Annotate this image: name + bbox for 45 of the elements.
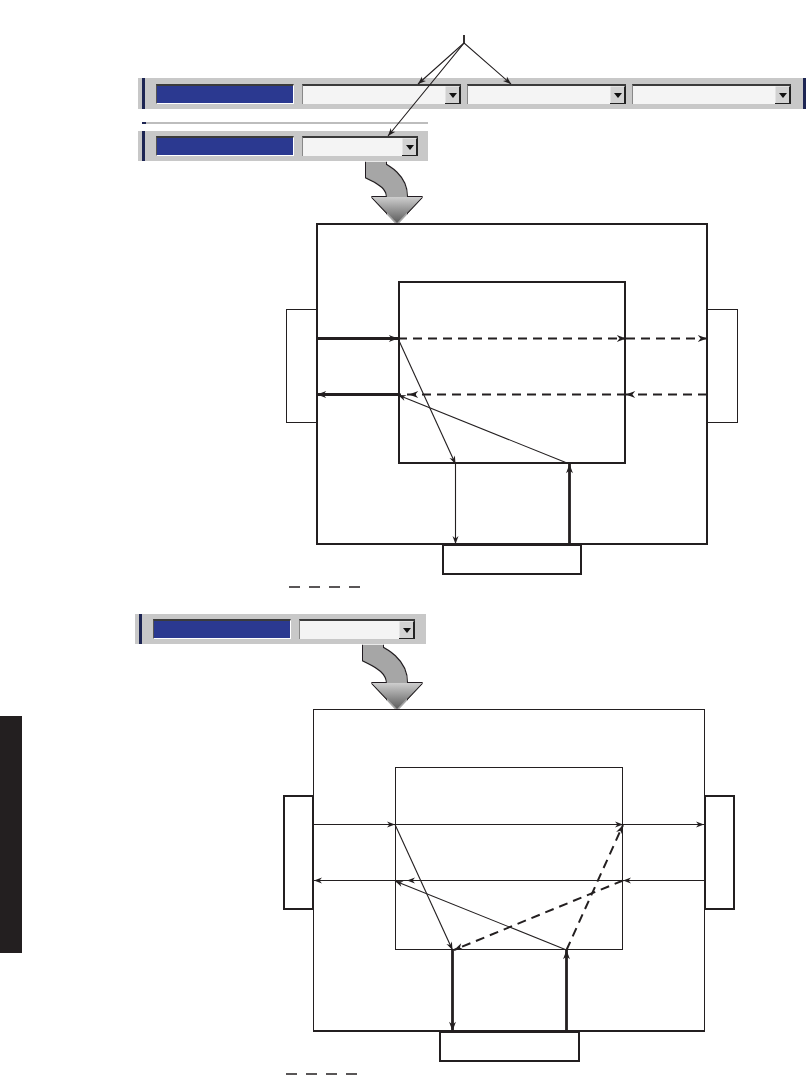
arrow bbox=[622, 877, 705, 884]
selected-field bbox=[156, 84, 294, 104]
arrow bbox=[394, 821, 624, 828]
toolbar bbox=[138, 78, 806, 109]
arrow bbox=[394, 880, 568, 951]
leader-arrow bbox=[387, 34, 465, 137]
bottom-box bbox=[442, 544, 582, 575]
side-tab bbox=[0, 716, 22, 953]
side-box bbox=[286, 309, 317, 423]
inner-box bbox=[395, 767, 623, 950]
arrow bbox=[313, 877, 396, 884]
arrow bbox=[449, 950, 456, 1031]
outer-frame bbox=[313, 709, 705, 1032]
side-box bbox=[707, 309, 738, 423]
selected-field bbox=[153, 619, 291, 639]
dashed-arrow bbox=[565, 824, 624, 951]
dashed-arrow bbox=[625, 391, 708, 398]
outer-frame bbox=[316, 223, 708, 545]
arrow bbox=[317, 335, 398, 342]
side-box bbox=[704, 795, 735, 910]
dashed-arrow bbox=[397, 391, 627, 398]
arrow bbox=[622, 821, 705, 828]
dropdown bbox=[302, 136, 418, 156]
curved-block-arrow bbox=[363, 644, 422, 709]
arrow bbox=[566, 464, 573, 544]
selected-field bbox=[156, 136, 294, 156]
arrow bbox=[452, 463, 459, 545]
arrow bbox=[313, 821, 396, 828]
side-box bbox=[283, 795, 314, 910]
dropdown bbox=[632, 84, 791, 104]
toolbar bbox=[138, 131, 428, 161]
curved-block-arrow bbox=[366, 161, 422, 223]
dashed-arrow bbox=[625, 335, 708, 342]
inner-box bbox=[398, 281, 626, 464]
toolbar bbox=[135, 614, 426, 644]
bottom-box bbox=[439, 1031, 580, 1062]
dashed-arrow bbox=[453, 879, 624, 951]
arrow bbox=[317, 391, 398, 398]
dropdown bbox=[299, 619, 415, 639]
arrow bbox=[563, 950, 570, 1031]
arrow bbox=[394, 823, 454, 951]
dropdown bbox=[467, 84, 626, 104]
dashed-arrow bbox=[397, 335, 627, 342]
arrow bbox=[397, 337, 457, 465]
dropdown bbox=[302, 84, 461, 104]
